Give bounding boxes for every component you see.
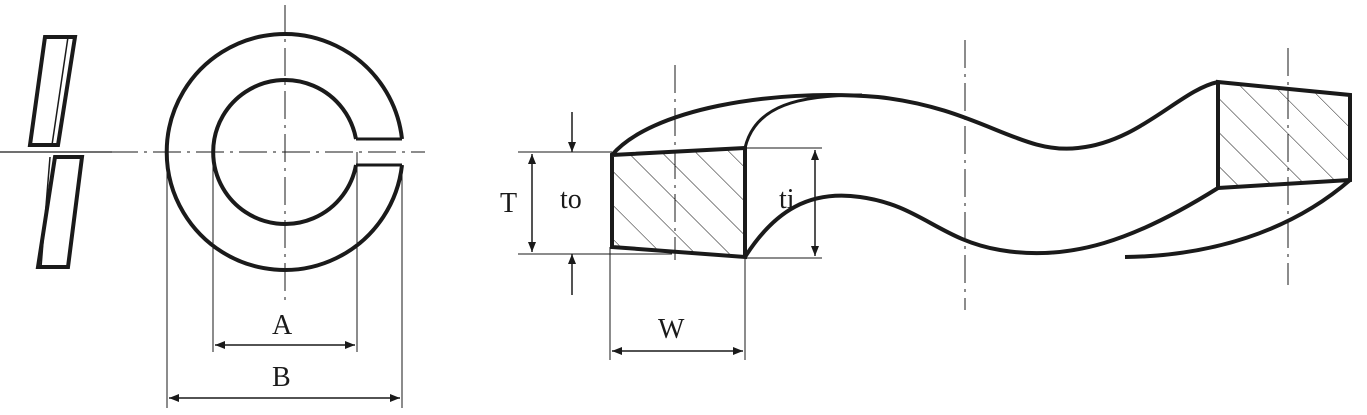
label-ti: ti <box>779 184 795 215</box>
label-b: B <box>272 362 291 393</box>
body-top-outer-edge <box>610 80 1219 157</box>
label-to: to <box>560 184 582 215</box>
body-top-inner-edge <box>743 93 863 149</box>
label-w: W <box>658 314 685 345</box>
label-t: T <box>500 188 518 219</box>
front-view <box>110 5 425 408</box>
body-bottom-outer-edge <box>1124 178 1352 259</box>
left-cross-section <box>610 145 747 260</box>
body-bottom-inner-edge <box>743 186 1220 259</box>
section-view <box>518 40 1352 360</box>
side-view-upper-half <box>27 35 78 147</box>
label-a: A <box>272 310 293 341</box>
side-view-lower-half <box>35 155 85 269</box>
right-cross-section <box>1216 79 1352 191</box>
side-view <box>0 35 112 269</box>
